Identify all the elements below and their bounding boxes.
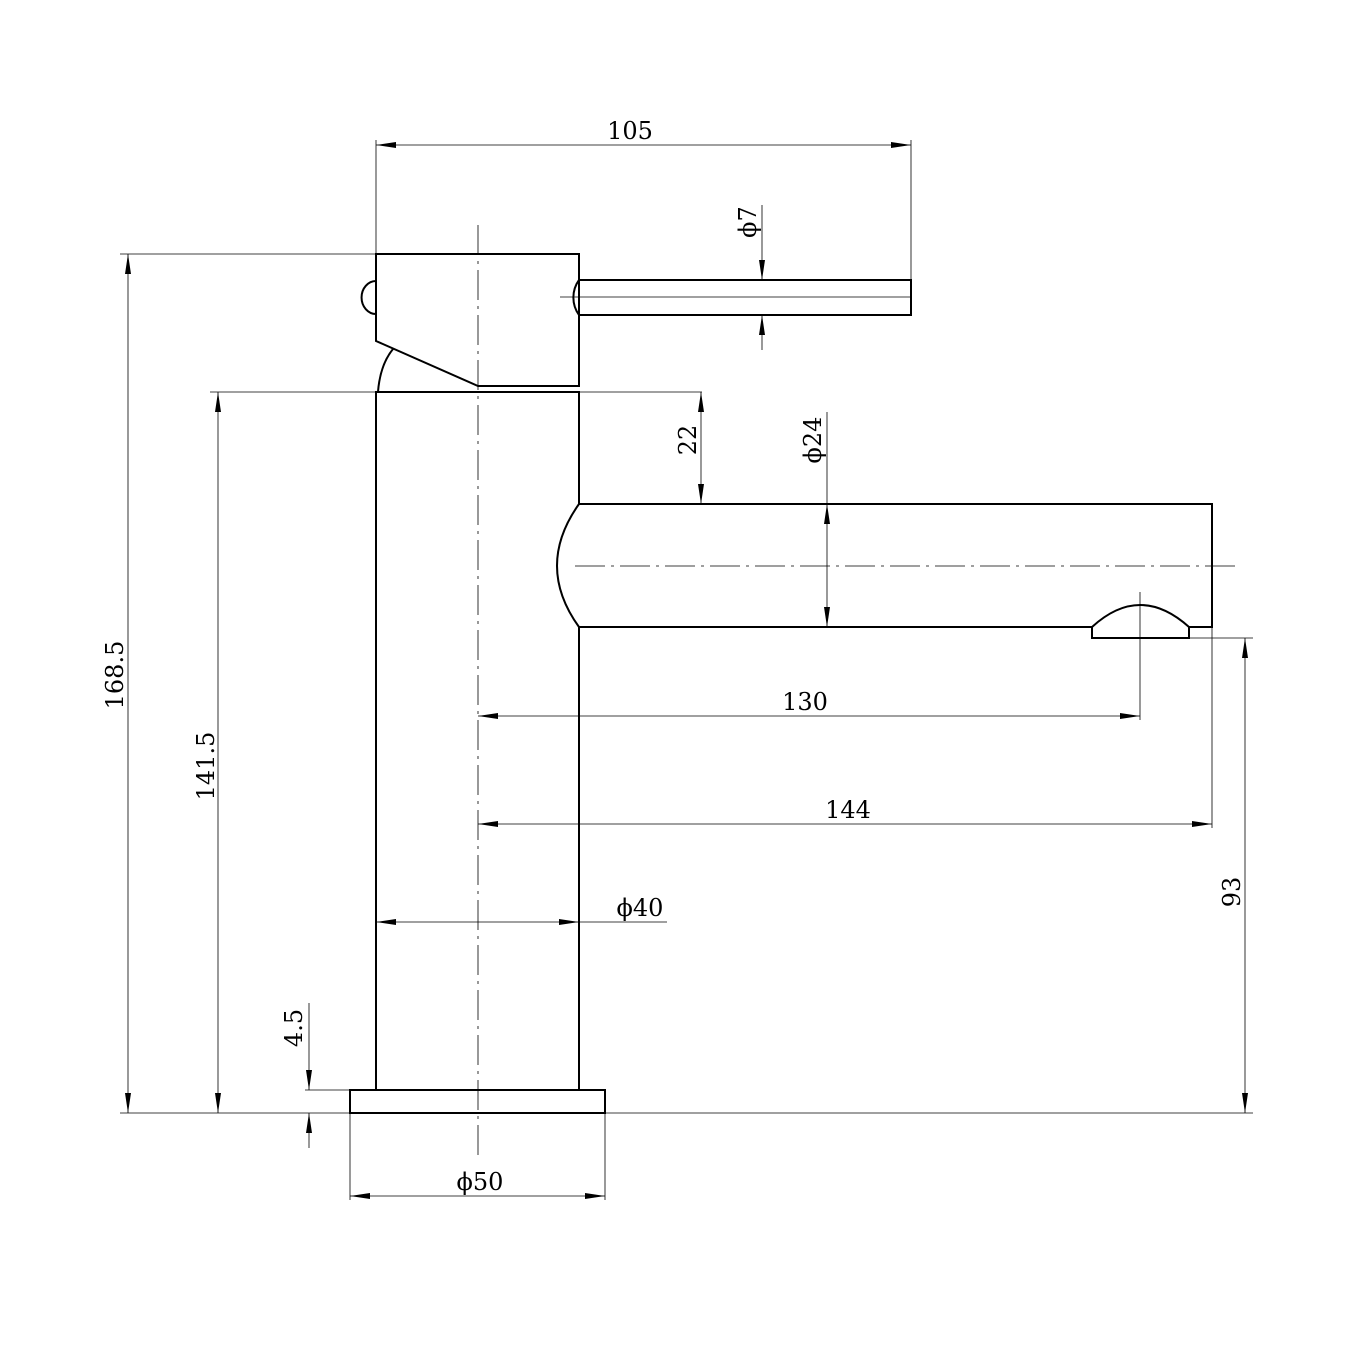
dim-base-dia: ϕ50 — [457, 1168, 504, 1196]
dim-base-thickness: 4.5 — [280, 1009, 308, 1047]
dim-outlet-height: 93 — [1218, 877, 1246, 908]
dim-spout-offset: 22 — [674, 425, 702, 456]
spout — [556, 503, 1213, 639]
handle-collar-arc — [377, 348, 394, 393]
dimension-labels: 105 ϕ7 168.5 141.5 22 ϕ24 130 144 93 ϕ40… — [101, 117, 1246, 1196]
dim-overall-height: 168.5 — [101, 641, 129, 710]
faucet-body — [375, 391, 580, 1090]
centerlines — [477, 225, 1235, 1155]
lever — [572, 279, 912, 316]
dim-spout-dia: ϕ24 — [799, 417, 827, 464]
handle-body — [375, 253, 580, 387]
faucet-outline — [349, 253, 1213, 1114]
handle-knob — [360, 280, 377, 315]
dim-body-height: 141.5 — [192, 732, 220, 801]
dim-spout-reach: 144 — [825, 796, 871, 824]
base-plate — [349, 1089, 606, 1114]
dim-handle-reach: 105 — [607, 117, 653, 145]
dim-lever-dia: ϕ7 — [734, 206, 762, 238]
dimension-lines — [120, 140, 1253, 1200]
dim-outlet-reach: 130 — [782, 688, 828, 716]
dim-body-dia: ϕ40 — [617, 894, 664, 922]
